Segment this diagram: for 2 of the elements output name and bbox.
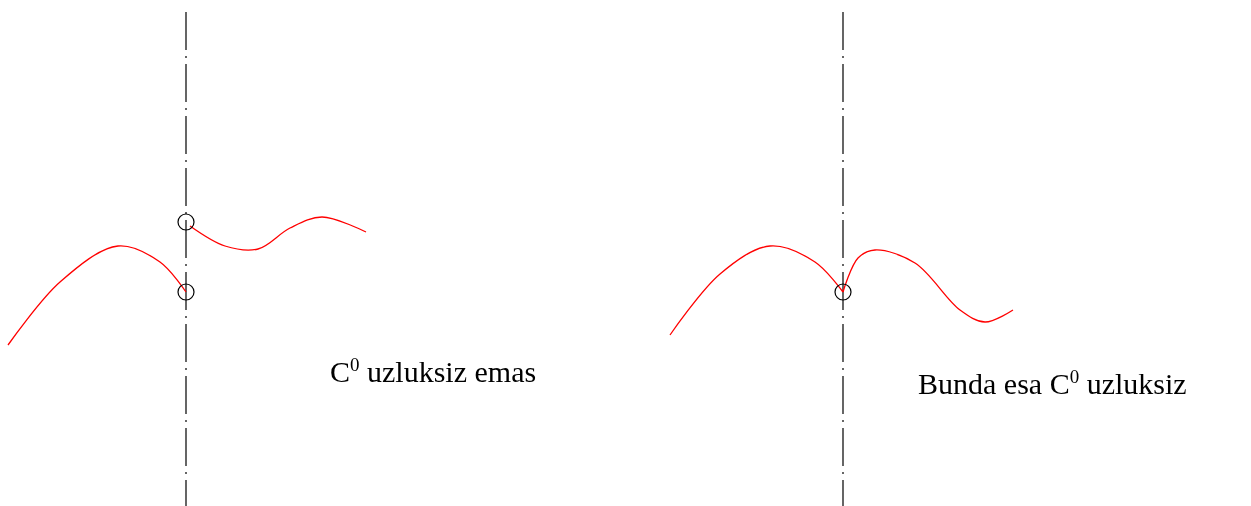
- caption-text: Bunda esa C$^{0}$ uzluksiz: [918, 369, 1187, 399]
- caption-text: C$^{0}$ uzluksiz emas: [330, 357, 537, 387]
